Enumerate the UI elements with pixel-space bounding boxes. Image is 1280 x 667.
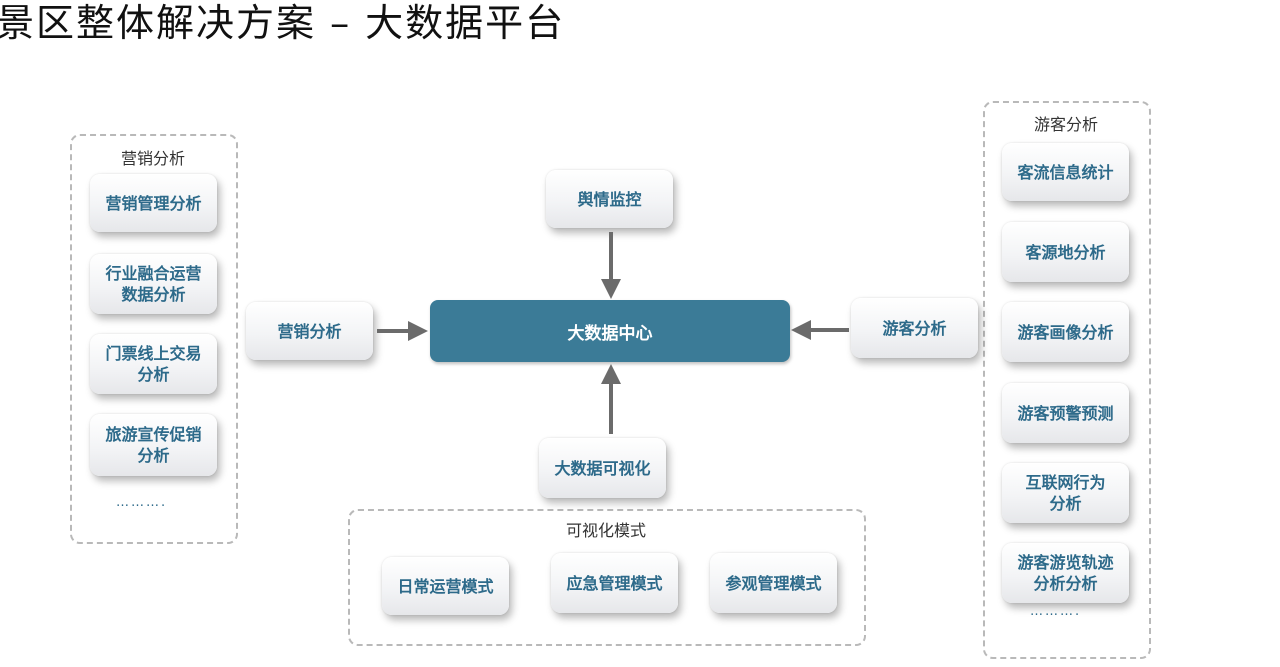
marketing-group-label: 营销分析 xyxy=(120,149,185,168)
marketing-item-2[interactable]: 行业融合运营 数据分析 xyxy=(90,254,217,314)
visit-management-mode[interactable]: 参观管理模式 xyxy=(710,553,837,613)
marketing-ellipsis: ………. xyxy=(116,495,168,510)
visitor-item-4[interactable]: 游客预警预测 xyxy=(1002,383,1129,443)
page-title: 景区整体解决方案 – 大数据平台 xyxy=(0,1,566,45)
visitor-item-5[interactable]: 互联网行为 分析 xyxy=(1002,463,1129,523)
visitor-item-1[interactable]: 客流信息统计 xyxy=(1002,143,1129,201)
marketing-item-label: 旅游宣传促销 分析 xyxy=(105,425,202,465)
visitor-item-label: 游客游览轨迹 分析分析 xyxy=(1017,553,1114,593)
visitor-item-label: 游客画像分析 xyxy=(1017,322,1114,342)
visitor-ellipsis: ………. xyxy=(1030,604,1082,619)
marketing-analysis-node[interactable]: 营销分析 xyxy=(246,302,373,360)
visitor-item-label: 客源地分析 xyxy=(1025,242,1106,262)
big-data-center[interactable]: 大数据中心 xyxy=(430,300,790,362)
visitor-item-3[interactable]: 游客画像分析 xyxy=(1002,302,1129,362)
emergency-management-mode[interactable]: 应急管理模式 xyxy=(551,553,678,613)
marketing-item-label: 营销管理分析 xyxy=(105,193,202,213)
marketing-item-4[interactable]: 旅游宣传促销 分析 xyxy=(90,414,217,476)
visualization-mode-group xyxy=(348,509,866,646)
marketing-item-label: 门票线上交易 分析 xyxy=(105,344,202,384)
visitor-analysis-group xyxy=(983,101,1151,659)
marketing-item-3[interactable]: 门票线上交易 分析 xyxy=(90,334,217,394)
daily-operation-mode[interactable]: 日常运营模式 xyxy=(382,557,509,615)
visitor-item-label: 游客预警预测 xyxy=(1017,403,1114,423)
visitor-item-6[interactable]: 游客游览轨迹 分析分析 xyxy=(1002,543,1129,603)
visitor-item-label: 互联网行为 分析 xyxy=(1025,473,1106,513)
marketing-item-1[interactable]: 营销管理分析 xyxy=(90,174,217,232)
marketing-analysis-group xyxy=(70,134,238,544)
big-data-visualization-node[interactable]: 大数据可视化 xyxy=(539,438,666,498)
visitor-group-label: 游客分析 xyxy=(1033,115,1098,134)
marketing-item-label: 行业融合运营 数据分析 xyxy=(105,264,202,304)
visitor-analysis-node[interactable]: 游客分析 xyxy=(851,298,978,358)
visitor-item-2[interactable]: 客源地分析 xyxy=(1002,222,1129,282)
visualization-group-label: 可视化模式 xyxy=(565,521,646,540)
visitor-item-label: 客流信息统计 xyxy=(1017,162,1114,182)
sentiment-monitoring-node[interactable]: 舆情监控 xyxy=(546,170,673,228)
